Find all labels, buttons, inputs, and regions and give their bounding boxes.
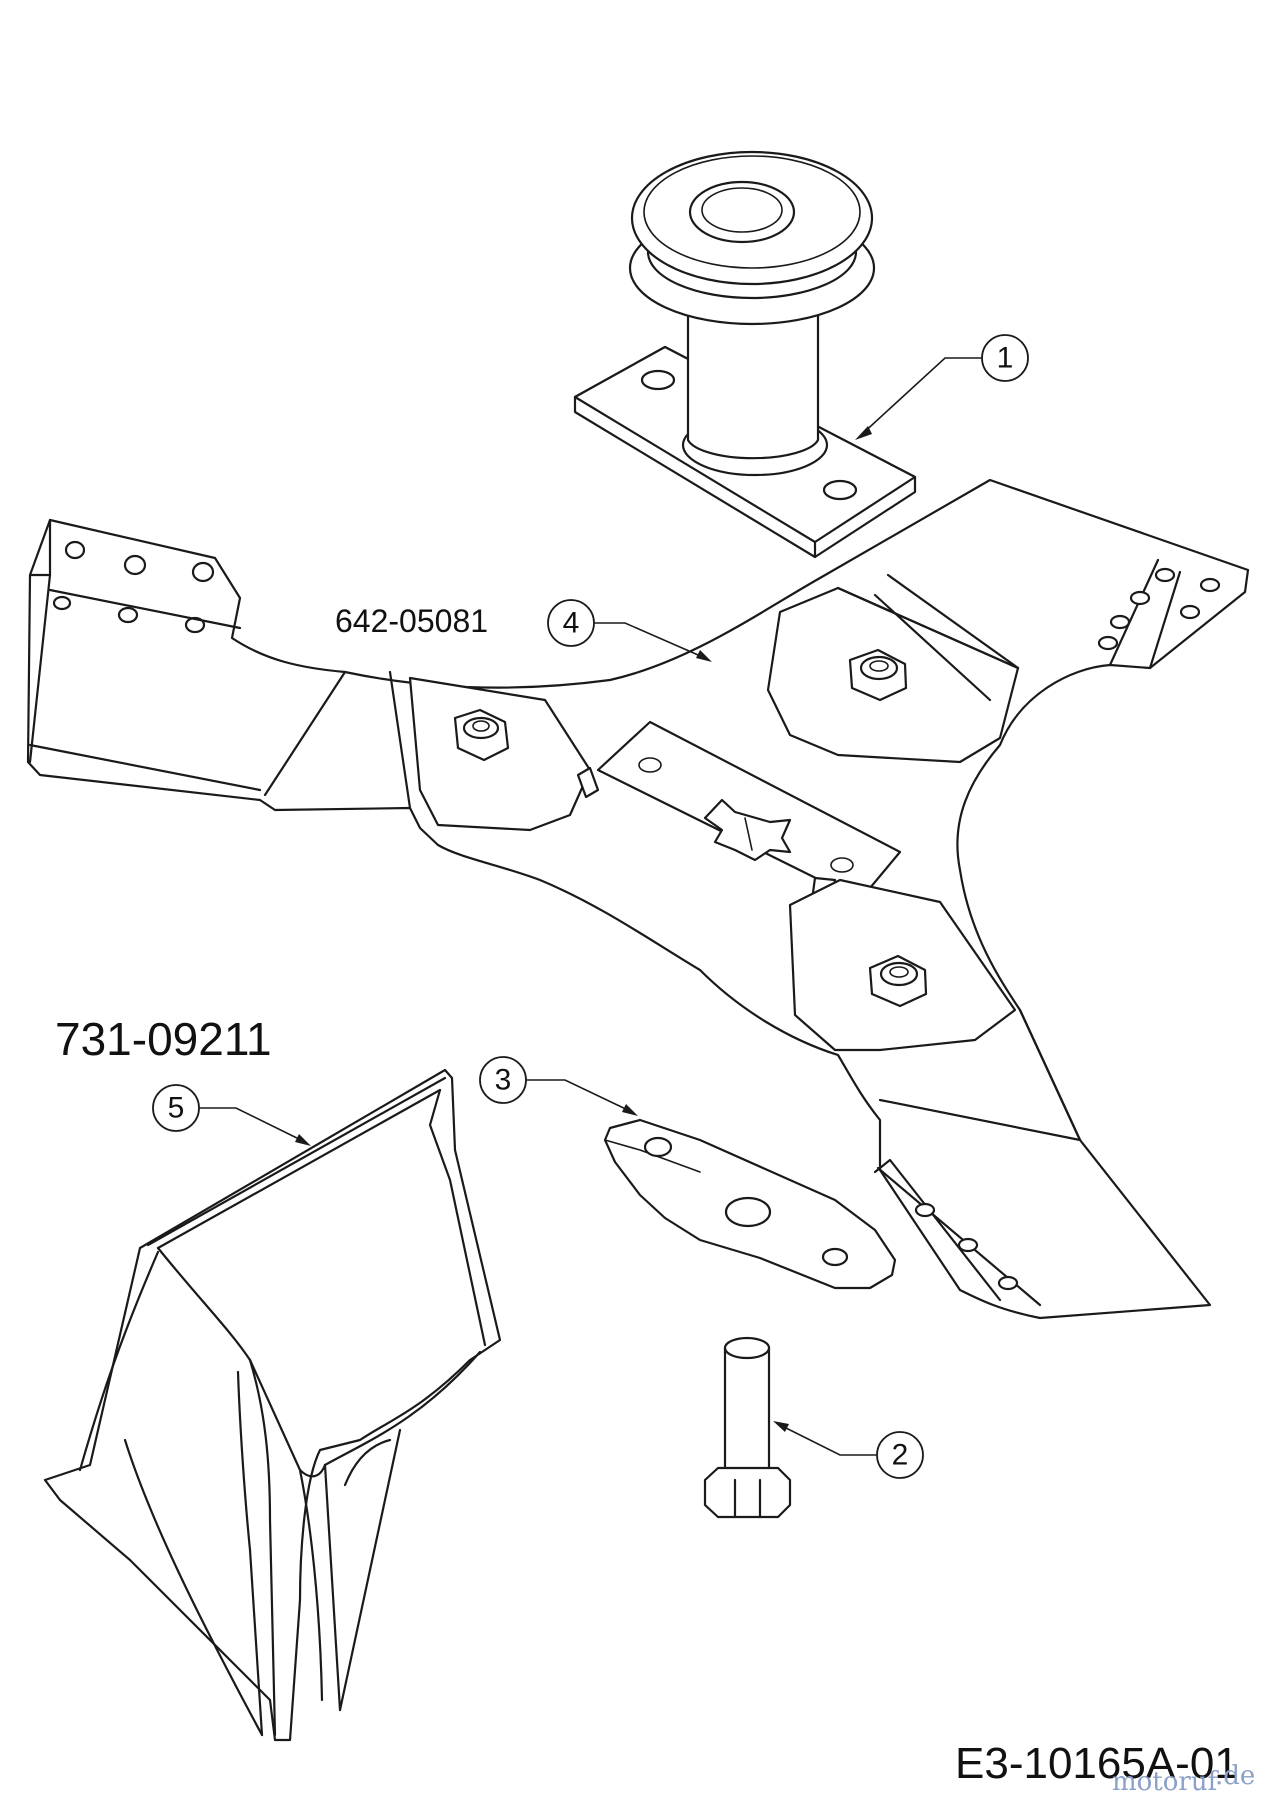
bracket bbox=[603, 1118, 897, 1290]
deflector-part-number: 731-09211 bbox=[55, 1013, 272, 1065]
callout-4-label: 4 bbox=[563, 607, 580, 640]
callout-1: 1 bbox=[855, 334, 1029, 440]
watermark-logo: motoruf .de bbox=[1112, 1761, 1255, 1797]
callout-5-label: 5 bbox=[168, 1092, 185, 1125]
blade-part-number: 642-05081 bbox=[335, 603, 488, 639]
callout-5: 5 bbox=[152, 1084, 311, 1146]
callout-4: 4 bbox=[547, 599, 712, 662]
bolt bbox=[703, 1336, 792, 1519]
watermark-text: motoruf bbox=[1112, 1767, 1220, 1797]
watermark-suffix: .de bbox=[1215, 1761, 1255, 1791]
callout-2: 2 bbox=[773, 1421, 924, 1479]
callout-3-label: 3 bbox=[495, 1064, 512, 1097]
blade-nut bbox=[453, 708, 510, 762]
deflector bbox=[43, 1068, 502, 1742]
callout-2-label: 2 bbox=[892, 1439, 909, 1472]
callout-3: 3 bbox=[479, 1056, 638, 1116]
blade-nut bbox=[868, 954, 928, 1008]
callout-1-label: 1 bbox=[997, 342, 1014, 375]
drawing-number: E3-10165A-01 bbox=[955, 1739, 1239, 1788]
mower-blade bbox=[26, 478, 1250, 1320]
pulley-assembly bbox=[573, 150, 917, 559]
blade-nut bbox=[848, 648, 908, 702]
